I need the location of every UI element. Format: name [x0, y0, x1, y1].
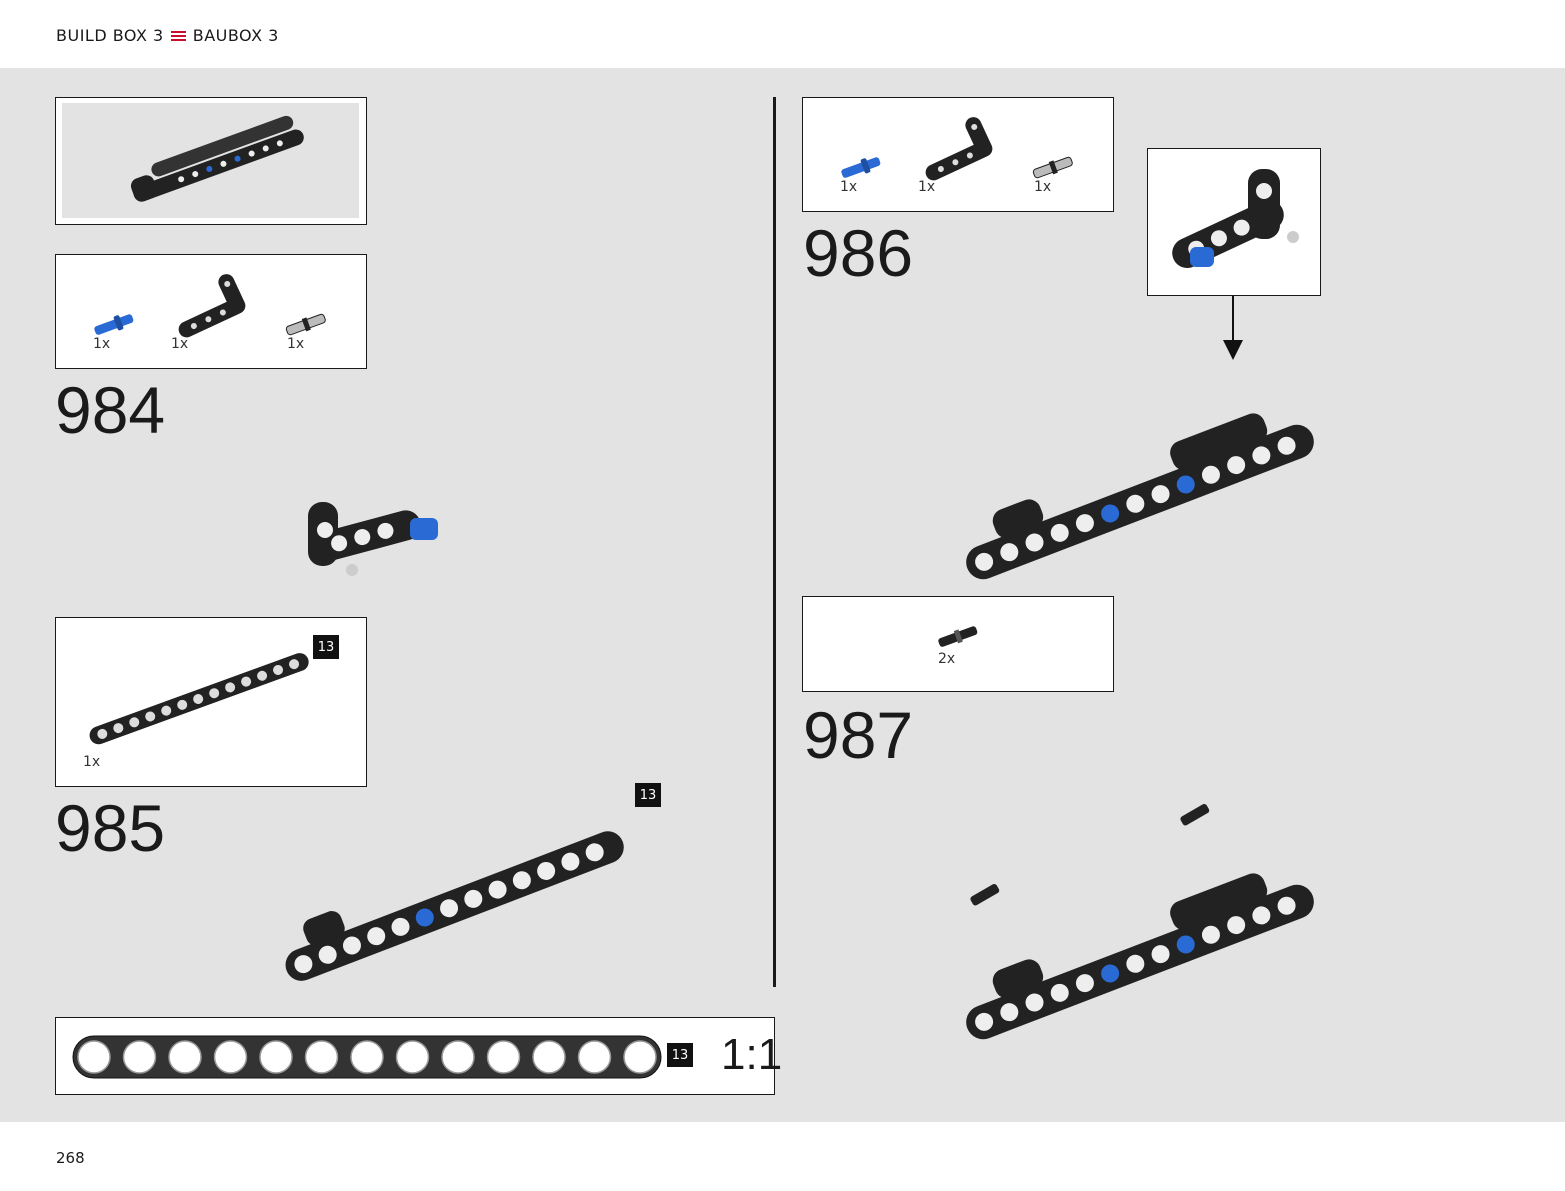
instruction-canvas: [0, 68, 1565, 1122]
step-984-parts-list: 1x 1x 1x: [55, 254, 367, 369]
subassembly-preview: [55, 97, 367, 225]
arrow-down-icon: [1223, 296, 1243, 360]
header-title: BUILD BOX 3 BAUBOX 3: [56, 26, 279, 45]
grey-pin-icon: [1032, 156, 1073, 179]
step-985-assembly-icon: [285, 831, 624, 981]
assembly-length-badge: 13: [635, 783, 661, 807]
part-qty: 1x: [83, 754, 101, 770]
black-pin-icon: [938, 626, 978, 647]
part-qty: 2x: [938, 651, 956, 667]
step-987-assembly-icon: [966, 803, 1314, 1040]
callout-assembly-icon: [1172, 169, 1299, 269]
beam-length-badge: 13: [313, 635, 339, 659]
blue-axle-pin-icon: [841, 157, 881, 178]
angled-beam-icon: [178, 274, 246, 338]
step-986-callout: [1147, 148, 1321, 296]
ruler-length-badge: 13: [667, 1043, 693, 1067]
part-qty: 1x: [840, 179, 858, 195]
beam-13-icon: [89, 653, 309, 745]
scale-label: 1:1: [721, 1030, 783, 1079]
subassembly-model-icon: [130, 115, 304, 202]
step-number-984: 984: [55, 373, 166, 447]
step-985-parts-list: 13 1x: [55, 617, 367, 787]
column-divider: [773, 97, 776, 987]
part-qty: 1x: [1034, 179, 1052, 195]
step-986-parts-list: 1x 1x 1x: [802, 97, 1114, 212]
part-qty: 1x: [171, 336, 189, 352]
part-qty: 1x: [918, 179, 936, 195]
blue-axle-pin-icon: [94, 314, 134, 335]
step-987-parts-list: 2x: [802, 596, 1114, 692]
step-number-986: 986: [803, 216, 914, 290]
menu-lines-icon: [170, 30, 186, 42]
angled-beam-icon: [925, 117, 993, 181]
step-number-987: 987: [803, 698, 914, 772]
ruler-beam-icon: [72, 1035, 662, 1079]
step-number-985: 985: [55, 791, 166, 865]
title-right: BAUBOX 3: [192, 26, 279, 45]
grey-pin-icon: [285, 313, 326, 336]
page-number: 268: [56, 1149, 85, 1167]
scale-ruler: 13 1:1: [55, 1017, 782, 1095]
page-header: BUILD BOX 3 BAUBOX 3: [0, 0, 1565, 68]
part-qty: 1x: [93, 336, 111, 352]
part-qty: 1x: [287, 336, 305, 352]
title-left: BUILD BOX 3: [56, 26, 164, 45]
step-986-assembly-icon: [966, 413, 1314, 580]
step-984-assembly-icon: [308, 502, 438, 576]
